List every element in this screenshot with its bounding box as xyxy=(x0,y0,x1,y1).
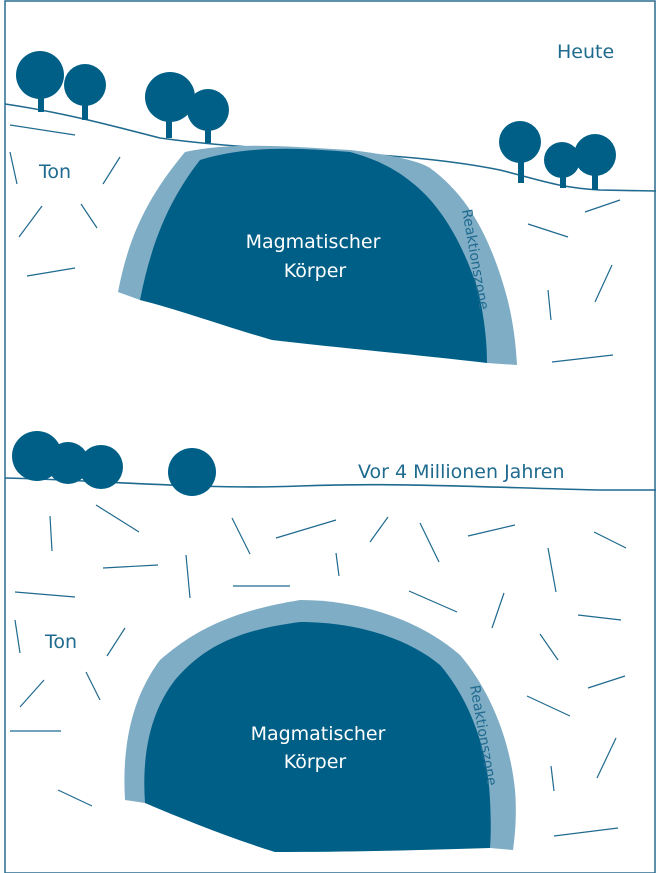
bush-group-left xyxy=(12,431,123,489)
soil-label-today: Ton xyxy=(38,161,71,183)
body-label-today-line2: Körper xyxy=(284,260,347,282)
tree-group-right xyxy=(499,121,616,190)
body-label-today-line1: Magmatischer xyxy=(246,231,381,253)
soil-label-past: Ton xyxy=(44,631,77,653)
magma-body-past xyxy=(144,622,491,852)
diagram-frame xyxy=(4,0,656,873)
time-label-today: Heute xyxy=(557,41,614,63)
magma-body-today xyxy=(140,148,487,363)
clay-hatching-today xyxy=(9,124,621,363)
tree-group-middle xyxy=(145,72,229,143)
panel-today: Heute Ton Magmatischer Körper Reaktionsz… xyxy=(4,41,656,365)
body-label-past-line1: Magmatischer xyxy=(251,723,386,745)
panel-past: Vor 4 Millionen Jahren Ton Magmatischer … xyxy=(4,431,656,852)
body-label-past-line2: Körper xyxy=(284,751,347,773)
clay-hatching-past xyxy=(10,504,627,837)
time-label-past: Vor 4 Millionen Jahren xyxy=(358,461,565,483)
tree-group-left xyxy=(16,51,106,120)
bush-single xyxy=(168,448,216,496)
